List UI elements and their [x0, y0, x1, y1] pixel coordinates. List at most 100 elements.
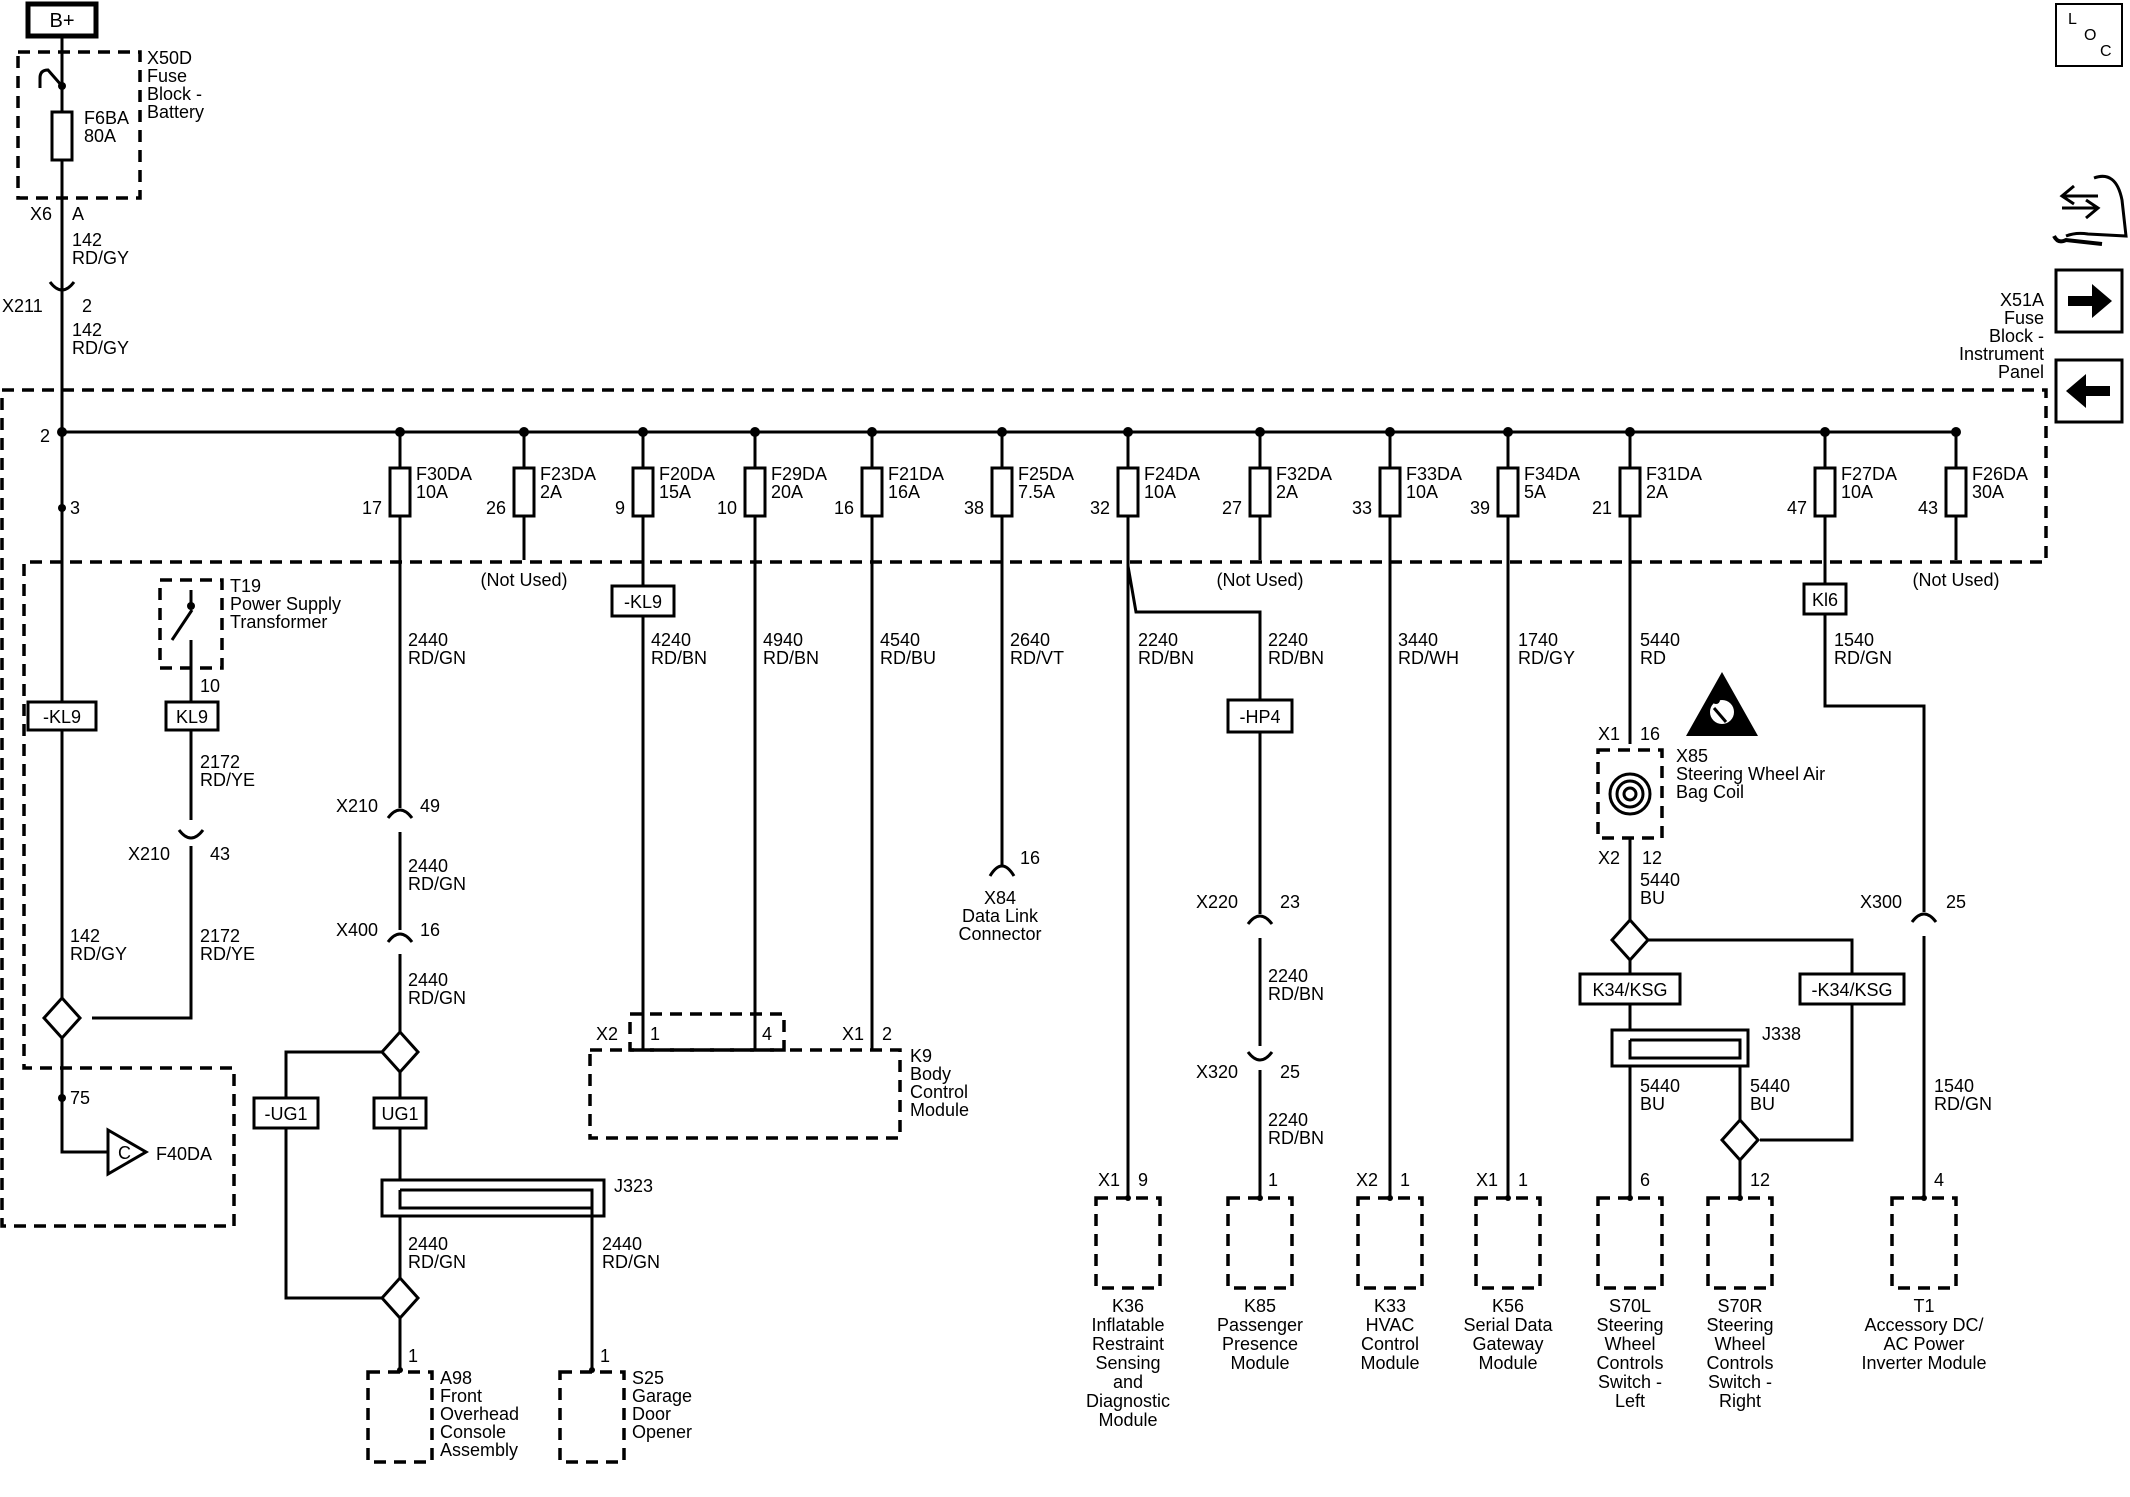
- pin3-dot: [58, 504, 66, 512]
- kl9-neg-option-box: [26, 700, 98, 732]
- module-name-line: Gateway: [1472, 1334, 1543, 1354]
- fuse-pin: 43: [1918, 498, 1938, 518]
- x300-connector: [1910, 912, 1938, 923]
- hvac-pin-label: 1: [1400, 1170, 1410, 1190]
- a98-name-5: Assembly: [440, 1440, 518, 1460]
- x300-pin: 25: [1946, 892, 1966, 912]
- f24-w1-color: RD/BN: [1138, 648, 1194, 668]
- module-name-line: Module: [1230, 1353, 1289, 1373]
- module-name-line: Left: [1615, 1391, 1645, 1411]
- ug1-option-box: [372, 1096, 428, 1130]
- fuse-rating: 5A: [1524, 482, 1546, 502]
- feed-wire-number-2: 142: [72, 320, 102, 340]
- battery-fuse-block-name-1: X50D: [147, 48, 192, 68]
- module-name-line: K36: [1112, 1296, 1144, 1316]
- module-name-line: Steering: [1706, 1315, 1773, 1335]
- left-main-wire: [60, 432, 108, 1154]
- fuse-rating: 10A: [1406, 482, 1438, 502]
- battery-positive-label: B+: [49, 10, 74, 32]
- fuse-pin: 9: [615, 498, 625, 518]
- module-name-line: Switch -: [1598, 1372, 1662, 1392]
- fuse-name: F30DA: [416, 464, 472, 484]
- module-name-line: Module: [1478, 1353, 1537, 1373]
- module-name-line: AC Power: [1883, 1334, 1964, 1354]
- fuse-f6ba-rating: 80A: [84, 126, 116, 146]
- x85-x2-label: X2: [1598, 848, 1620, 868]
- bcm-x1-label: X1: [842, 1024, 864, 1044]
- f30-wire-color-2: RD/GN: [408, 874, 466, 894]
- x85-x2-pin: 12: [1642, 848, 1662, 868]
- module-name-line: Module: [1098, 1410, 1157, 1430]
- fuse-symbol: [631, 466, 655, 518]
- fuse-rating: 7.5A: [1018, 482, 1055, 502]
- f40da-label: F40DA: [156, 1144, 212, 1164]
- f24-w3-color: RD/BN: [1268, 984, 1324, 1004]
- bcm-pin1-label: 1: [650, 1024, 660, 1044]
- w142-color: RD/GY: [70, 944, 127, 964]
- x85-x1-pin: 16: [1640, 724, 1660, 744]
- not-used-label-f23: (Not Used): [480, 570, 567, 590]
- ug1-option-label: UG1: [381, 1104, 418, 1124]
- next-page-arrow-button[interactable]: [2054, 268, 2124, 334]
- f31-wire-color: RD: [1640, 648, 1666, 668]
- module-name-line: Controls: [1596, 1353, 1663, 1373]
- fuse-name: F32DA: [1276, 464, 1332, 484]
- f30-splice-top: [379, 1029, 421, 1075]
- module-outline: [1226, 1196, 1294, 1290]
- f24-w4-color: RD/BN: [1268, 1128, 1324, 1148]
- ip-fuse-block-outline: [0, 388, 2048, 1228]
- fuse-pin: 10: [717, 498, 737, 518]
- fuse-symbol: [1378, 466, 1402, 518]
- fuse-symbol: [990, 466, 1014, 518]
- hp4-option-label: -HP4: [1239, 707, 1280, 727]
- feed-wire-number-1: 142: [72, 230, 102, 250]
- pin75-label: 75: [70, 1088, 90, 1108]
- t19-switch-symbol: [170, 590, 194, 704]
- x211-pin-label: 2: [82, 296, 92, 316]
- f31-w2-color: BU: [1640, 888, 1665, 908]
- module-name-line: Sensing: [1095, 1353, 1160, 1373]
- ksg-splice: [1609, 917, 1651, 963]
- fuse-rating: 10A: [1841, 482, 1873, 502]
- previous-page-arrow-button[interactable]: [2054, 358, 2124, 424]
- f30-wire-color: RD/GN: [408, 648, 466, 668]
- fuse-rating: 2A: [1646, 482, 1668, 502]
- bcm-pin4-label: 4: [762, 1024, 772, 1044]
- fuse-symbol: [388, 466, 412, 518]
- bcm-name-4: Module: [910, 1100, 969, 1120]
- a98-name-1: A98: [440, 1368, 472, 1388]
- fuse-name: F31DA: [1646, 464, 1702, 484]
- module-outline: [1356, 1196, 1424, 1290]
- fuse-name: F20DA: [659, 464, 715, 484]
- fuse-pin: 38: [964, 498, 984, 518]
- f30-wire-color-3: RD/GN: [408, 988, 466, 1008]
- a98-module-outline: [366, 1370, 434, 1464]
- not-used-label-f26: (Not Used): [1912, 570, 1999, 590]
- service-tools-icon[interactable]: [2052, 174, 2128, 246]
- bplus-jumper-symbol: [38, 68, 64, 88]
- fuse-f6ba-name: F6BA: [84, 108, 129, 128]
- bcm-x2-connector-outline: [628, 1012, 786, 1052]
- s25-pin-label: 1: [600, 1346, 610, 1366]
- x400-pin: 16: [420, 920, 440, 940]
- fuse-symbol: [1248, 466, 1272, 518]
- module-name-line: K56: [1492, 1296, 1524, 1316]
- x211-connector-label: X211: [2, 296, 43, 316]
- location-icon-l: L: [2068, 11, 2077, 28]
- x320-label: X320: [1196, 1062, 1238, 1082]
- nav-block-name-5: Panel: [1998, 362, 2044, 382]
- x85-clockspring-outline: [1596, 748, 1664, 840]
- t19-name-3: Transformer: [230, 612, 327, 632]
- dlc-connector-symbol: [988, 864, 1016, 877]
- a98-pin-label: 1: [408, 1346, 418, 1366]
- j338-internal-bus: [1628, 1038, 1742, 1120]
- bcm-kl9-option-label: -KL9: [624, 592, 662, 612]
- location-icon[interactable]: [2055, 3, 2123, 67]
- x300-label: X300: [1860, 892, 1902, 912]
- fuse-name: F25DA: [1018, 464, 1074, 484]
- kl6-option-label: Kl6: [1812, 590, 1838, 610]
- fuse-pin: 21: [1592, 498, 1612, 518]
- module-name-line: K33: [1374, 1296, 1406, 1316]
- bcm-w2-number: 4940: [763, 630, 803, 650]
- w2172-number: 2172: [200, 752, 240, 772]
